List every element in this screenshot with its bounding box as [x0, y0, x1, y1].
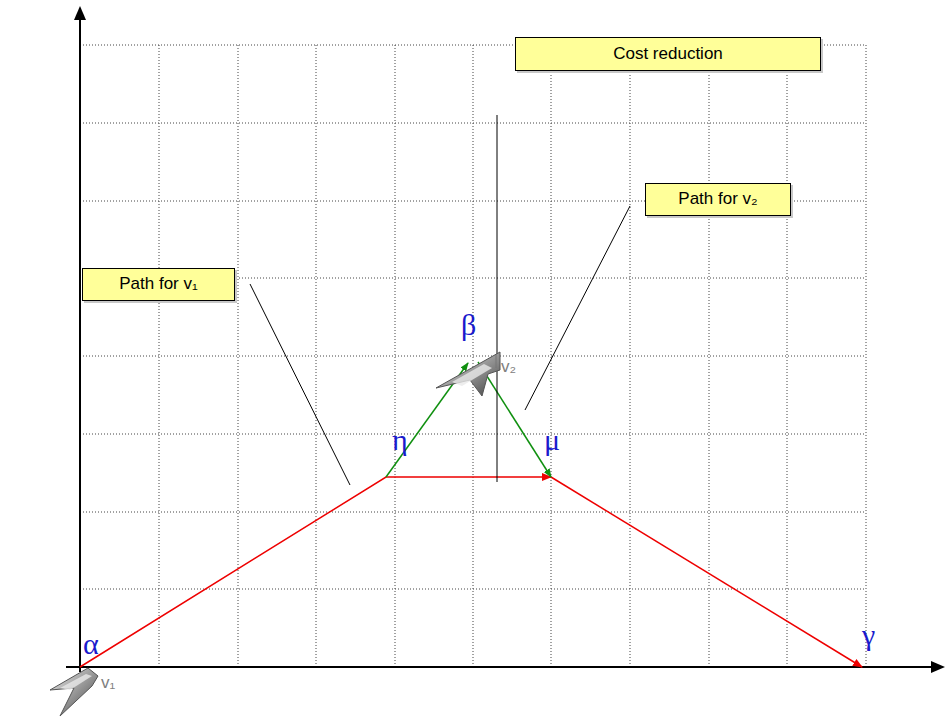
axes	[66, 6, 945, 673]
point-label: γ	[862, 620, 875, 650]
point-label: η	[392, 425, 408, 455]
aircraft-icon	[50, 668, 98, 716]
callout-text: Path for v₁	[119, 275, 198, 294]
callout-box: Cost reduction	[515, 37, 821, 71]
callout-text: Cost reduction	[613, 45, 723, 64]
callout-box: Path for v₁	[82, 268, 235, 301]
grid	[80, 45, 866, 667]
callout-text: Path for v₂	[678, 190, 757, 209]
point-label: α	[83, 629, 99, 659]
aircraft-icon	[436, 352, 500, 396]
leader-lines	[250, 115, 630, 485]
point-label: μ	[544, 425, 560, 455]
paths	[80, 362, 862, 667]
vehicle-label: v₁	[101, 674, 115, 691]
vehicle-label: v₂	[501, 358, 516, 375]
point-label: β	[461, 310, 476, 340]
callout-box: Path for v₂	[645, 183, 791, 216]
